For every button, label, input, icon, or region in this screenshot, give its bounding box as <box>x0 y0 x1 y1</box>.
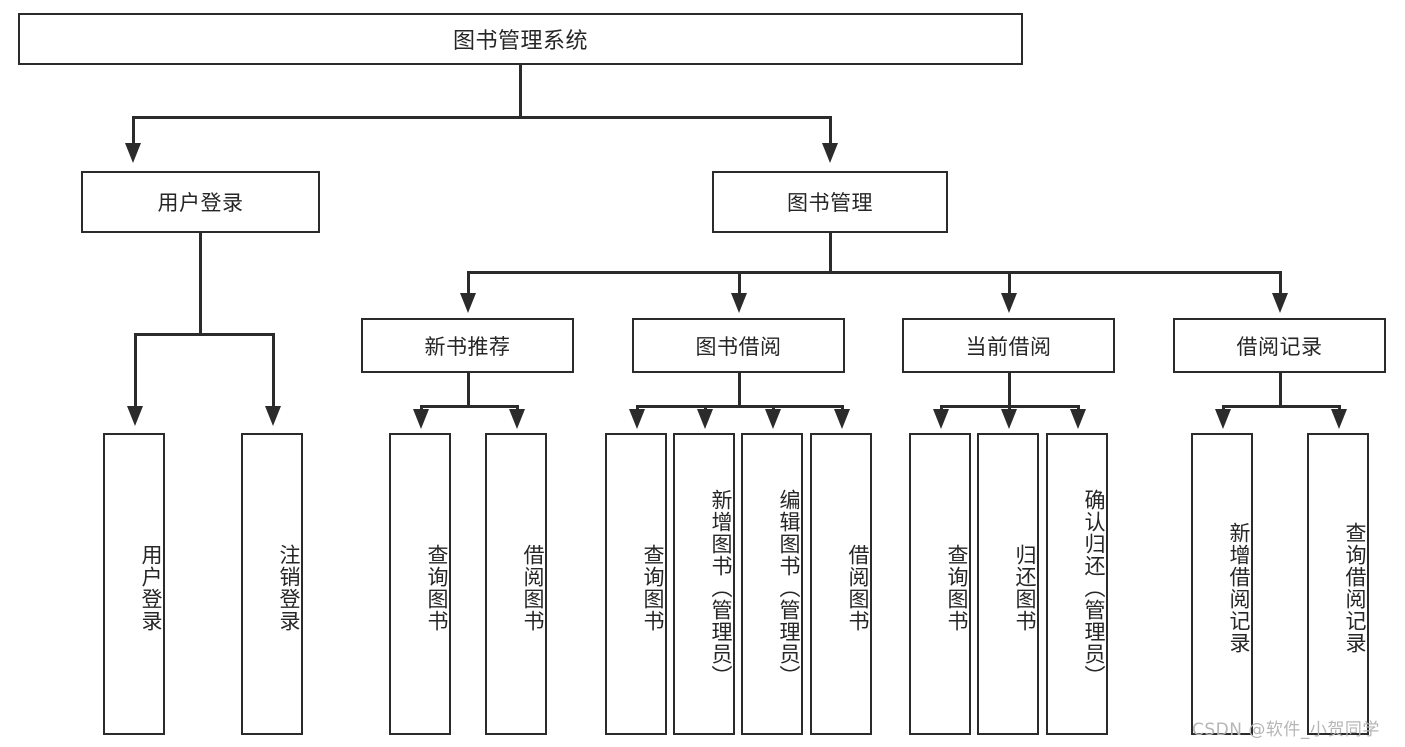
edge-root-bus <box>132 116 832 119</box>
node-label: 编辑图书（管理员） <box>777 489 801 687</box>
node-label: 借阅图书 <box>846 544 870 632</box>
node-leaf-query-borrow-record[interactable]: 查询借阅记录 <box>1307 433 1369 735</box>
arrowhead-bookborrow-child-4 <box>834 409 850 429</box>
edge-currentborrow-drop-2 <box>1008 405 1011 411</box>
edge-bookborrow-drop-2 <box>704 405 707 411</box>
node-leaf-borrow-book-2[interactable]: 借阅图书 <box>810 433 872 735</box>
node-book-borrow[interactable]: 图书借阅 <box>632 318 845 373</box>
node-label: 图书管理 <box>787 191 873 215</box>
node-leaf-query-book-3[interactable]: 查询图书 <box>909 433 971 735</box>
edge-bookborrow-drop-3 <box>772 405 775 411</box>
edge-borrowrecord-drop-2 <box>1338 405 1341 411</box>
node-label: 归还图书 <box>1013 544 1037 632</box>
edge-currentborrow-drop-1 <box>940 405 943 411</box>
edge-userlogin-stem <box>199 233 202 335</box>
edge-borrowrecord-stem <box>1279 373 1282 407</box>
arrowhead-newbook-child-2 <box>509 409 525 429</box>
arrowhead-bookmgmt-child-2 <box>731 293 747 313</box>
node-label: 查询图书 <box>425 544 449 632</box>
node-new-book-recommend[interactable]: 新书推荐 <box>361 318 574 373</box>
node-label: 查询借阅记录 <box>1343 522 1367 654</box>
node-current-borrow[interactable]: 当前借阅 <box>902 318 1115 373</box>
edge-currentborrow-stem <box>1008 373 1011 407</box>
node-label: 新书推荐 <box>424 334 511 359</box>
edge-newbook-bus <box>420 405 516 408</box>
node-book-management[interactable]: 图书管理 <box>712 171 948 233</box>
node-label: 确认归还（管理员） <box>1082 489 1106 687</box>
node-leaf-user-login[interactable]: 用户登录 <box>103 433 165 735</box>
node-label: 用户登录 <box>139 544 163 632</box>
arrowhead-bookborrow-child-1 <box>629 409 645 429</box>
edge-root-stem <box>519 65 522 118</box>
arrowhead-bookborrow-child-2 <box>697 409 713 429</box>
node-label: 当前借阅 <box>965 334 1052 359</box>
csdn-watermark: CSDN @软件_小贺同学 <box>1192 720 1380 740</box>
edge-bookmgmt-drop-3 <box>1008 271 1011 295</box>
edge-borrowrecord-bus <box>1222 405 1338 408</box>
edge-bookborrow-stem <box>738 373 741 407</box>
node-leaf-logout[interactable]: 注销登录 <box>241 433 303 735</box>
edge-newbook-stem <box>467 373 470 407</box>
node-root-system[interactable]: 图书管理系统 <box>18 13 1023 65</box>
edge-bookborrow-drop-4 <box>841 405 844 411</box>
node-label: 图书借阅 <box>695 334 782 359</box>
edge-bookmgmt-drop-1 <box>467 271 470 295</box>
node-label: 注销登录 <box>277 544 301 632</box>
node-leaf-borrow-book-1[interactable]: 借阅图书 <box>485 433 547 735</box>
node-leaf-add-book-admin[interactable]: 新增图书（管理员） <box>673 433 735 735</box>
edge-newbook-drop-2 <box>516 405 519 411</box>
node-label: 新增图书（管理员） <box>709 489 733 687</box>
edge-bookmgmt-bus <box>467 271 1282 274</box>
edge-userlogin-drop-1 <box>134 333 137 408</box>
arrowhead-root-to-bookmgmt <box>822 143 838 163</box>
edge-root-to-bookmgmt <box>829 116 832 145</box>
arrowhead-currentborrow-child-2 <box>1001 409 1017 429</box>
node-leaf-add-borrow-record[interactable]: 新增借阅记录 <box>1191 433 1253 735</box>
edge-userlogin-bus <box>134 333 275 336</box>
arrowhead-bookmgmt-child-1 <box>460 293 476 313</box>
arrowhead-borrowrecord-child-2 <box>1331 409 1347 429</box>
node-label: 借阅记录 <box>1236 334 1323 359</box>
arrowhead-bookmgmt-child-4 <box>1272 293 1288 313</box>
node-label: 新增借阅记录 <box>1227 522 1251 654</box>
edge-userlogin-drop-2 <box>272 333 275 408</box>
arrowhead-borrowrecord-child-1 <box>1215 409 1231 429</box>
node-label: 查询图书 <box>641 544 665 632</box>
node-label: 图书管理系统 <box>452 29 588 54</box>
arrowhead-currentborrow-child-3 <box>1070 409 1086 429</box>
node-user-login[interactable]: 用户登录 <box>81 171 320 233</box>
edge-bookmgmt-drop-2 <box>738 271 741 295</box>
arrowhead-userlogin-child-1 <box>127 406 143 426</box>
node-leaf-edit-book-admin[interactable]: 编辑图书（管理员） <box>741 433 803 735</box>
node-leaf-query-book-1[interactable]: 查询图书 <box>389 433 451 735</box>
edge-bookmgmt-stem <box>829 233 832 273</box>
arrowhead-root-to-userlogin <box>125 143 141 163</box>
arrowhead-newbook-child-1 <box>413 409 429 429</box>
node-leaf-query-book-2[interactable]: 查询图书 <box>605 433 667 735</box>
arrowhead-bookborrow-child-3 <box>765 409 781 429</box>
edge-borrowrecord-drop-1 <box>1222 405 1225 411</box>
node-label: 借阅图书 <box>521 544 545 632</box>
edge-bookmgmt-drop-4 <box>1279 271 1282 295</box>
node-leaf-confirm-return-admin[interactable]: 确认归还（管理员） <box>1046 433 1108 735</box>
edge-bookborrow-drop-1 <box>636 405 639 411</box>
node-label: 用户登录 <box>157 191 244 215</box>
edge-bookborrow-bus <box>636 405 841 408</box>
node-leaf-return-book[interactable]: 归还图书 <box>977 433 1039 735</box>
arrowhead-bookmgmt-child-3 <box>1001 293 1017 313</box>
arrowhead-currentborrow-child-1 <box>933 409 949 429</box>
arrowhead-userlogin-child-2 <box>265 406 281 426</box>
node-label: 查询图书 <box>945 544 969 632</box>
edge-newbook-drop-1 <box>420 405 423 411</box>
node-borrow-record[interactable]: 借阅记录 <box>1173 318 1386 373</box>
edge-currentborrow-drop-3 <box>1077 405 1080 411</box>
edge-root-to-userlogin <box>132 116 135 145</box>
